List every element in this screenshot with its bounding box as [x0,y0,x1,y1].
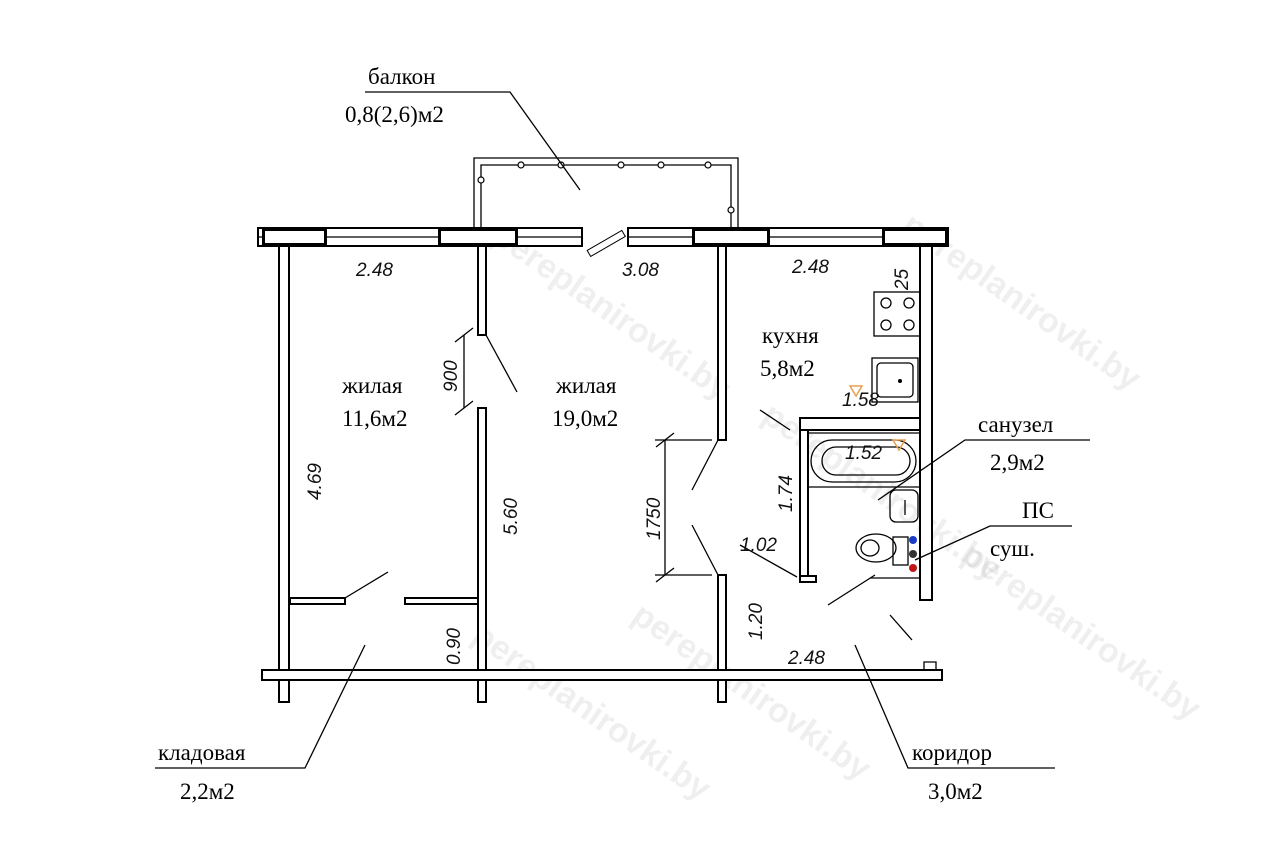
doors [344,229,719,599]
watermark: pereplanirovki.by pereplanirovki.by pere… [465,205,1207,808]
kitchen-stove [873,291,921,337]
storage-name: кладовая [158,740,246,765]
kitchen-sink [871,357,919,403]
shaft-name: ПС [1022,498,1054,523]
storage-area: 2,2м2 [180,779,235,804]
dim-label: 2.48 [791,257,829,278]
dim-label: 1.02 [740,535,777,556]
kitchen-name: кухня [762,323,819,348]
balcony-area: 0,8(2,6)м2 [345,102,444,127]
living-small-area: 11,6м2 [342,406,407,431]
dim-label: 1.58 [842,390,879,411]
walls [257,227,949,703]
dim-label: 3.08 [622,260,659,281]
balcony-name: балкон [368,64,435,89]
dim-label: 5.60 [501,498,522,535]
bathtub [808,432,920,488]
balcony [473,157,739,228]
dim-label: 2.48 [787,648,825,669]
dim-label: 1.52 [845,443,882,464]
living-small-name: жилая [341,373,403,398]
leader-lines [155,91,1090,769]
dim-label: 1.20 [746,603,767,640]
water-markers [848,385,907,452]
corridor-area: 3,0м2 [928,779,983,804]
dim-label: 1750 [644,497,665,540]
svg-text:pereplanirovki.by: pereplanirovki.by [955,535,1207,728]
dim-label: 0.90 [444,628,465,665]
toilet [855,533,917,572]
dim-label: 4.69 [305,463,326,500]
dim-label: 900 [441,360,462,392]
living-large-area: 19,0м2 [552,406,618,431]
dim-label: 1.74 [776,475,797,512]
kitchen-area: 5,8м2 [760,356,815,381]
shaft-note: суш. [990,536,1035,561]
dim-label: 2.48 [355,260,393,281]
corridor-name: коридор [912,740,992,765]
wash-basin [889,489,919,523]
living-large-name: жилая [555,373,617,398]
bathroom-area: 2,9м2 [990,450,1045,475]
dim-label: 25 [892,268,913,291]
bathroom-name: санузел [978,412,1053,437]
